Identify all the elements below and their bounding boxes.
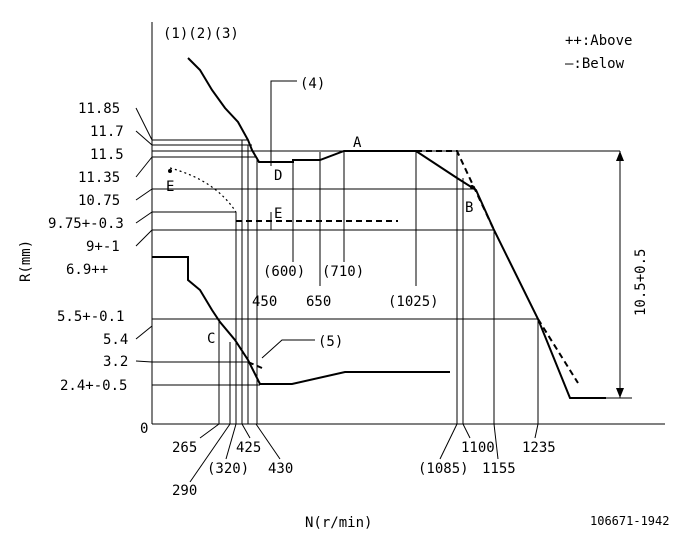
x-tick-label: (600) <box>263 264 305 280</box>
dimension-label: 10.5+0.5 <box>633 249 649 316</box>
xleader-290 <box>189 423 231 483</box>
x-tick-label: 650 <box>306 294 331 310</box>
xleader-265 <box>199 423 220 439</box>
x-tick-label: (320) <box>207 461 249 477</box>
x-label-leaders <box>189 423 539 483</box>
series-dashed-c <box>247 361 263 369</box>
y-tick-label: 11.5 <box>90 147 124 163</box>
legend-below: —:Below <box>565 56 625 72</box>
xleader-425 <box>241 423 251 439</box>
x-tick-label: 1235 <box>522 440 556 456</box>
figure-id: 106671-1942 <box>590 514 669 528</box>
x-tick-label: 430 <box>268 461 293 477</box>
y-label-leaders <box>135 107 153 363</box>
xleader-1235 <box>534 423 539 439</box>
xleader-1100 <box>462 423 471 439</box>
y-tick-labels: 11.85 11.7 11.5 11.35 10.75 9.75+-0.3 9+… <box>48 101 128 394</box>
leader-11-7 <box>135 130 153 146</box>
x-tick-label: 265 <box>172 440 197 456</box>
y-tick-label: 5.5+-0.1 <box>57 309 124 325</box>
x-tick-labels: 265 290 (320) 425 430 450 (600) 650 (710… <box>172 264 556 499</box>
series-dotted-e <box>169 167 237 213</box>
series-lower-curve <box>152 256 450 385</box>
y-tick-label: 9.75+-0.3 <box>48 216 124 232</box>
x-tick-label: 1155 <box>482 461 516 477</box>
dimension-arrow-bottom <box>616 388 624 398</box>
xleader-320 <box>225 423 237 460</box>
ref-label-5: (5) <box>318 334 343 350</box>
series-dashed-upper <box>416 150 495 231</box>
leader-9-75 <box>135 211 153 224</box>
origin-label: 0 <box>140 421 148 437</box>
x-tick-label: (1025) <box>388 294 439 310</box>
leader-9 <box>135 229 153 247</box>
y-tick-label: 9+-1 <box>86 239 120 255</box>
xleader-1085 <box>439 423 458 460</box>
y-tick-label: 11.85 <box>78 101 120 117</box>
leader-3-2 <box>135 360 153 363</box>
x-tick-label: 1100 <box>461 440 495 456</box>
x-tick-label: (710) <box>322 264 364 280</box>
xleader-430 <box>255 423 281 460</box>
x-axis-label: N(r/min) <box>305 515 372 531</box>
leader-11-35 <box>135 156 153 178</box>
y-tick-label: 10.75 <box>78 193 120 209</box>
y-tick-label: 5.4 <box>103 332 128 348</box>
y-tick-label: 6.9++ <box>66 262 108 278</box>
marker-e-dot <box>168 169 172 173</box>
marker-b-dot <box>470 185 474 189</box>
curve-set-label: (1)(2)(3) <box>163 26 239 42</box>
x-tick-label: 425 <box>236 440 261 456</box>
leader-11-85 <box>135 107 153 141</box>
legend-above: ++:Above <box>565 33 632 49</box>
series-upper-curve <box>187 57 606 399</box>
y-tick-label: 11.7 <box>90 124 124 140</box>
point-label-e-left: E <box>166 179 174 195</box>
point-label-e-mid: E <box>274 206 282 222</box>
y-tick-label: 2.4+-0.5 <box>60 378 127 394</box>
leader-10-75 <box>135 188 153 201</box>
x-tick-label: (1085) <box>418 461 469 477</box>
x-tick-label: 450 <box>252 294 277 310</box>
y-axis-label: R(mm) <box>18 240 34 282</box>
leader-5 <box>261 339 315 359</box>
x-reference-lines <box>218 140 539 424</box>
point-label-c: C <box>207 331 215 347</box>
point-label-b: B <box>465 200 473 216</box>
reference-lines <box>152 139 632 399</box>
ref-label-4: (4) <box>300 76 325 92</box>
xleader-1155 <box>493 423 499 460</box>
dimension-arrow: 10.5+0.5 <box>616 151 649 398</box>
leader-5-4 <box>135 325 153 340</box>
point-label-d: D <box>274 168 282 184</box>
dimension-arrow-top <box>616 151 624 161</box>
y-tick-label: 3.2 <box>103 354 128 370</box>
x-tick-label: 290 <box>172 483 197 499</box>
leader-4 <box>270 80 297 157</box>
series-dashed-lower <box>537 318 579 384</box>
point-label-a: A <box>353 135 362 151</box>
y-tick-label: 11.35 <box>78 170 120 186</box>
